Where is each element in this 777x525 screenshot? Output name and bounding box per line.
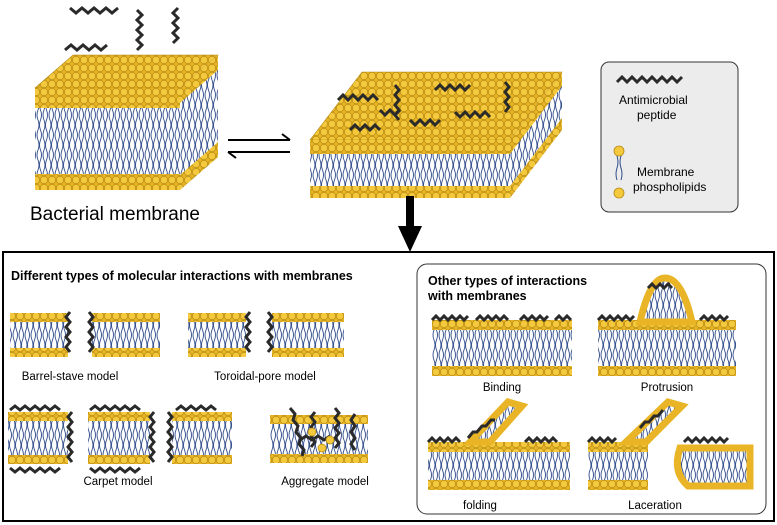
legend-box: Antimicrobial peptide Membrane phospholi…: [600, 61, 739, 213]
folding-label: folding: [463, 500, 497, 512]
bacterial-membrane-block: [34, 54, 219, 190]
barrel-stave-illustration: [10, 311, 160, 357]
binding-label: Binding: [483, 382, 521, 394]
other-panel-heading-2: with membranes: [427, 289, 527, 303]
binding-illustration: [430, 313, 573, 376]
phospholipid-legend-icon: [613, 145, 625, 199]
folding-illustration: [426, 398, 570, 490]
protrusion-label: Protrusion: [641, 382, 693, 394]
aggregate-model-label: Aggregate model: [281, 476, 369, 488]
protrusion-illustration: [596, 274, 736, 376]
legend-lipid-label-2: phospholipids: [633, 180, 706, 194]
toroidal-pore-illustration: [188, 311, 344, 357]
barrel-stave-label: Barrel-stave model: [22, 371, 119, 383]
legend-peptide-label-2: peptide: [637, 108, 677, 122]
carpet-illustration: [8, 404, 232, 474]
legend-lipid-label-1: Membrane: [637, 165, 695, 179]
legend-peptide-label-1: Antimicrobial: [619, 93, 688, 107]
peptide-legend-icon: [615, 74, 684, 85]
aggregate-illustration: [270, 407, 368, 463]
toroidal-pore-label: Toroidal-pore model: [214, 371, 316, 383]
laceration-illustration: [586, 398, 754, 490]
laceration-label: Laceration: [628, 500, 682, 512]
main-panel-heading: Different types of molecular interaction…: [11, 269, 353, 283]
bacterial-membrane-label: Bacterial membrane: [30, 204, 200, 225]
peptide-bound-membrane: [309, 71, 563, 198]
other-panel-heading-1: Other types of interactions: [428, 274, 587, 288]
down-arrow: [398, 196, 422, 252]
carpet-model-label: Carpet model: [83, 476, 152, 488]
equilibrium-arrows: [227, 133, 291, 159]
